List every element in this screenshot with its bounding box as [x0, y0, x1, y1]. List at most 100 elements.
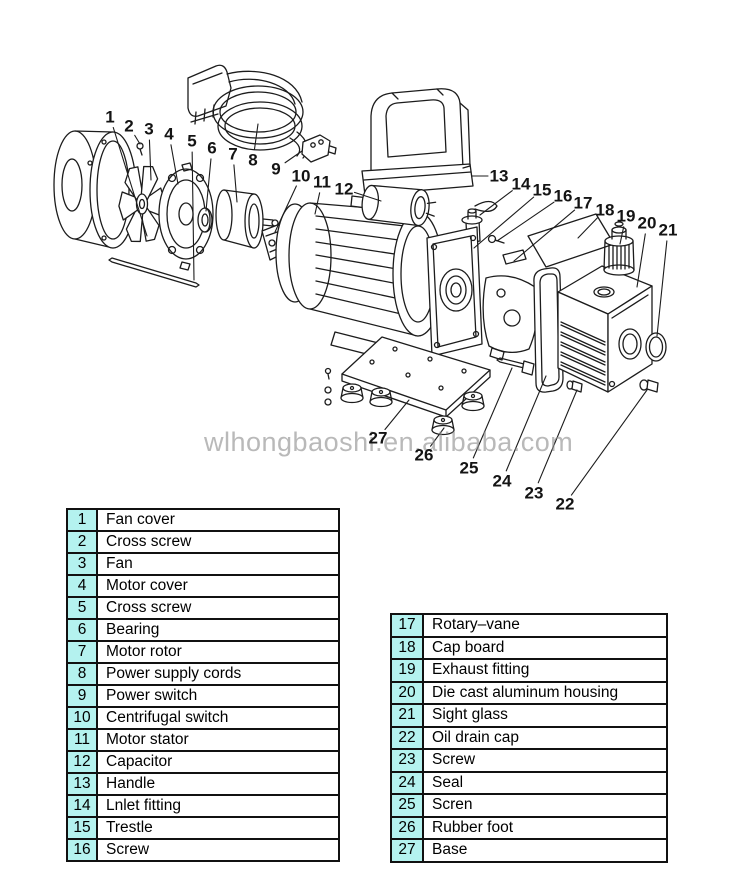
part-number-cell: 22: [390, 725, 424, 750]
pump-block-art: [483, 276, 537, 360]
part-number-cell: 20: [390, 680, 424, 705]
part-number-cell: 11: [66, 728, 98, 752]
callout-label-11: 11: [313, 172, 331, 192]
callout-leader-14: [480, 191, 512, 215]
callout-leader-10: [275, 186, 296, 232]
part-name-cell: Bearing: [96, 618, 340, 642]
cap-board-art: [528, 214, 614, 267]
callout-label-22: 22: [555, 494, 575, 514]
part-number-cell: 6: [66, 618, 98, 642]
part-number-cell: 23: [390, 748, 424, 773]
power-cord-art: [188, 65, 307, 158]
callout-label-12: 12: [334, 179, 354, 199]
part-number-cell: 4: [66, 574, 98, 598]
callout-label-16: 16: [553, 186, 573, 206]
callout-label-21: 21: [658, 220, 678, 240]
part-name-cell: Trestle: [96, 816, 340, 840]
part-name-cell: Die cast aluminum housing: [422, 680, 668, 705]
part-name-cell: Motor cover: [96, 574, 340, 598]
part-name-cell: Rotary–vane: [422, 613, 668, 638]
callout-label-2: 2: [124, 116, 134, 136]
part-name-cell: Sight glass: [422, 703, 668, 728]
part-number-cell: 2: [66, 530, 98, 554]
callout-leader-21: [657, 241, 667, 336]
callout-label-5: 5: [187, 131, 197, 151]
callout-label-1: 1: [105, 107, 115, 127]
callout-leader-7: [234, 165, 237, 202]
callout-label-9: 9: [271, 159, 281, 179]
part-number-cell: 3: [66, 552, 98, 576]
part-name-cell: Power switch: [96, 684, 340, 708]
part-name-cell: Rubber foot: [422, 815, 668, 840]
callout-label-13: 13: [489, 166, 509, 186]
callout-label-19: 19: [616, 206, 636, 226]
callout-label-7: 7: [228, 144, 238, 164]
callout-label-20: 20: [637, 213, 657, 233]
callout-label-15: 15: [532, 180, 552, 200]
fan-cover-art: [54, 131, 136, 248]
callout-leader-4: [171, 145, 178, 184]
callout-leader-16: [497, 202, 554, 241]
callout-label-18: 18: [595, 200, 615, 220]
callout-leader-6: [206, 159, 211, 211]
part-name-cell: Power supply cords: [96, 662, 340, 686]
callout-leader-1: [113, 128, 147, 236]
cross-screw-art: [137, 143, 143, 155]
part-number-cell: 26: [390, 815, 424, 840]
screw16-art: [489, 236, 527, 265]
part-number-cell: 5: [66, 596, 98, 620]
base-plate-art: [342, 337, 490, 417]
callout-leader-27: [385, 400, 409, 429]
exhaust-fitting-art: [604, 222, 634, 275]
loose-screws-art: [325, 369, 331, 406]
callout-label-3: 3: [144, 119, 154, 139]
part-name-cell: Motor stator: [96, 728, 340, 752]
part-name-cell: Cross screw: [96, 596, 340, 620]
seal-art: [534, 268, 563, 392]
motor-rotor-art: [216, 190, 278, 248]
bearing-art: [198, 208, 212, 232]
part-number-cell: 17: [390, 613, 424, 638]
screw23-art: [567, 381, 582, 392]
callout-leader-18: [578, 218, 597, 238]
part-name-cell: Fan cover: [96, 508, 340, 532]
part-number-cell: 25: [390, 793, 424, 818]
watermark: wlhongbaoshi.en.alibaba.com: [204, 427, 574, 457]
callout-leader-8: [255, 124, 258, 149]
screw25-art: [497, 358, 534, 375]
callout-leader-23: [538, 390, 577, 483]
part-name-cell: Scren: [422, 793, 668, 818]
part-number-cell: 24: [390, 770, 424, 795]
part-name-cell: Capacitor: [96, 750, 340, 774]
part-name-cell: Base: [422, 838, 668, 863]
part-number-cell: 1: [66, 508, 98, 532]
callout-label-17: 17: [573, 193, 593, 213]
housing-art: [558, 266, 652, 392]
capacitor-art: [360, 184, 436, 227]
callout-leader-22: [571, 390, 647, 495]
callout-leader-25: [473, 368, 512, 458]
part-name-cell: Seal: [422, 770, 668, 795]
part-number-cell: 18: [390, 635, 424, 660]
callout-label-23: 23: [524, 483, 544, 503]
part-number-cell: 7: [66, 640, 98, 664]
part-name-cell: Screw: [96, 838, 340, 862]
